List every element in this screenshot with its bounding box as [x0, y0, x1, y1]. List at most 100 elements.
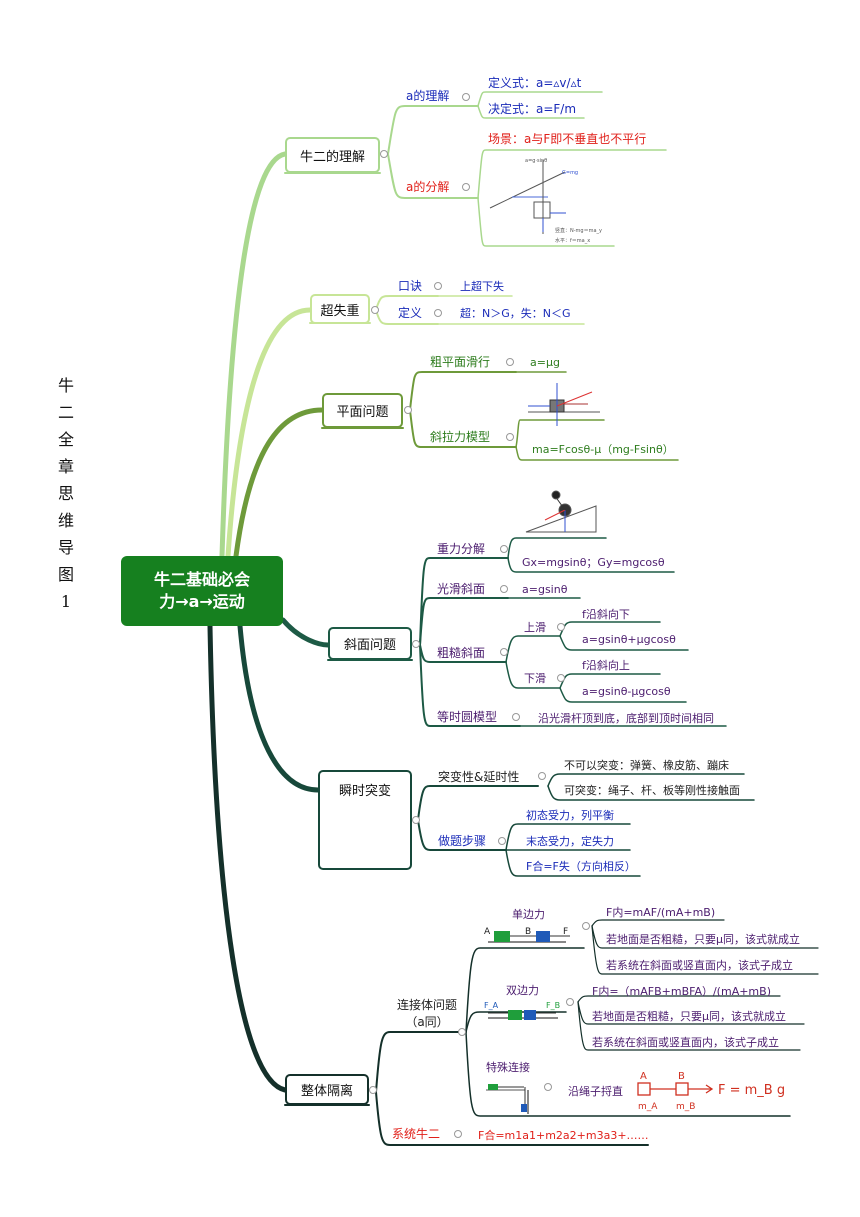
- double-force-figure: [488, 1010, 558, 1020]
- collapse-toggle[interactable]: [412, 816, 420, 824]
- node-gravity-decomp[interactable]: 重力分解: [437, 542, 486, 556]
- node-mnemonic[interactable]: 口诀: [398, 279, 423, 293]
- leaf-definition: 定义式：a=▵v/▵t: [488, 76, 582, 90]
- collapse-toggle[interactable]: [500, 545, 508, 553]
- incline-figure: [525, 490, 597, 533]
- node-label: 超失重: [320, 303, 360, 319]
- collapse-toggle[interactable]: [434, 309, 442, 317]
- node-a-decomposition[interactable]: a的分解: [406, 180, 450, 194]
- leaf-definition: 超：N＞G，失：N＜G: [460, 307, 571, 320]
- collapse-toggle[interactable]: [434, 282, 442, 290]
- leaf-slide-up-friction: f沿斜向下: [582, 608, 630, 621]
- side-title-char: 牛: [57, 376, 74, 395]
- collapse-toggle[interactable]: [458, 1028, 466, 1036]
- node-label: 瞬时突变: [338, 784, 391, 799]
- node-system-newton2[interactable]: 系统牛二: [392, 1127, 441, 1141]
- leaf-slide-down-friction: f沿斜向上: [582, 659, 630, 672]
- leaf-single-force-formula: F内=mAF/(mA+mB): [606, 906, 716, 919]
- leaf-double-force-rough: 若地面是否粗糙，只要μ同，该式就成立: [592, 1010, 786, 1023]
- node-plane-problems[interactable]: 平面问题: [322, 393, 403, 428]
- node-mutation-delay[interactable]: 突变性&延时性: [438, 770, 520, 784]
- node-newton2-understanding[interactable]: 牛二的理解: [285, 137, 380, 173]
- leaf-determining: 决定式：a=F/m: [488, 102, 577, 116]
- leaf-equal-time-circle: 沿光滑杆顶到底，底部到顶时间相同: [538, 712, 714, 725]
- side-title-char: 思: [57, 484, 74, 503]
- svg-text:G=mg: G=mg: [562, 170, 578, 176]
- side-title: 牛 二 全 章 思 维 导 图 1: [56, 372, 76, 615]
- collapse-toggle[interactable]: [512, 713, 520, 721]
- node-incline-problems[interactable]: 斜面问题: [328, 627, 412, 660]
- collapse-toggle[interactable]: [462, 93, 470, 101]
- collapse-toggle[interactable]: [498, 837, 506, 845]
- node-label: 斜面问题: [343, 638, 396, 653]
- root-node[interactable]: 牛二基础必会 力→a→运动: [121, 556, 283, 626]
- collapse-toggle[interactable]: [538, 772, 546, 780]
- collapse-toggle[interactable]: [371, 306, 379, 314]
- special-connection-figure: [486, 1084, 529, 1114]
- svg-text:竖直：N-mg＝ma_y: 竖直：N-mg＝ma_y: [555, 227, 602, 234]
- svg-text:a=g·sinθ: a=g·sinθ: [525, 158, 547, 164]
- node-slide-down[interactable]: 下滑: [524, 672, 546, 685]
- node-rough-incline[interactable]: 粗糙斜面: [437, 646, 486, 660]
- collapse-toggle[interactable]: [412, 640, 420, 648]
- collapse-toggle[interactable]: [557, 623, 565, 631]
- single-force-figure: [488, 931, 570, 943]
- collapse-toggle[interactable]: [462, 183, 470, 191]
- leaf-single-force-rough: 若地面是否粗糙，只要μ同，该式就成立: [606, 933, 800, 946]
- leaf-no-mutation: 不可以突变：弹簧、橡皮筋、蹦床: [564, 759, 729, 772]
- side-title-char: 1: [60, 592, 72, 611]
- leaf-gravity-decomp: Gx=mgsinθ；Gy=mgcosθ: [522, 556, 665, 569]
- leaf-rough-plane: a=μg: [530, 356, 560, 369]
- leaf-step-3: F合=F失（方向相反）: [526, 860, 636, 873]
- node-double-force[interactable]: 双边力: [506, 984, 539, 997]
- side-title-char: 导: [57, 538, 74, 557]
- collapse-toggle[interactable]: [500, 648, 508, 656]
- node-single-force[interactable]: 单边力: [512, 908, 545, 921]
- node-label: 牛二的理解: [299, 149, 365, 165]
- collapse-toggle[interactable]: [566, 998, 574, 1006]
- collapse-toggle[interactable]: [380, 150, 388, 158]
- node-rough-plane[interactable]: 粗平面滑行: [430, 355, 491, 369]
- node-solving-steps[interactable]: 做题步骤: [438, 834, 487, 848]
- collapse-toggle[interactable]: [404, 406, 412, 414]
- collapse-toggle[interactable]: [582, 922, 590, 930]
- node-a-understanding[interactable]: a的理解: [406, 89, 450, 103]
- leaf-step-2: 末态受力，定失力: [526, 835, 614, 848]
- collapse-toggle[interactable]: [500, 585, 508, 593]
- collapse-toggle[interactable]: [369, 1086, 377, 1094]
- node-slide-up[interactable]: 上滑: [524, 621, 546, 634]
- svg-text:F: F: [563, 927, 568, 937]
- svg-text:B: B: [525, 927, 531, 937]
- leaf-step-1: 初态受力，列平衡: [526, 809, 614, 822]
- node-connected-body[interactable]: 连接体问题（a同）: [396, 998, 457, 1029]
- side-title-char: 二: [57, 403, 74, 422]
- leaf-inclined-pull: ma=Fcosθ-μ（mg-Fsinθ）: [532, 443, 674, 456]
- root-subtitle: 力→a→运动: [159, 592, 245, 611]
- root-title: 牛二基础必会: [153, 570, 250, 589]
- node-whole-isolation[interactable]: 整体隔离: [285, 1074, 369, 1105]
- collapse-toggle[interactable]: [506, 433, 514, 441]
- node-equal-time-circle[interactable]: 等时圆模型: [437, 710, 498, 724]
- collapse-toggle[interactable]: [454, 1130, 462, 1138]
- svg-text:m_B: m_B: [676, 1102, 695, 1112]
- leaf-single-force-incline: 若系统在斜面或竖直面内，该式子成立: [606, 959, 793, 972]
- node-instant-change[interactable]: 瞬时突变: [318, 770, 412, 870]
- svg-text:F_B: F_B: [546, 1001, 560, 1010]
- node-special-connection[interactable]: 特殊连接: [486, 1061, 530, 1074]
- leaf-system-newton2: F合=m1a1+m2a2+m3a3+……: [478, 1129, 649, 1142]
- leaf-special-connection: 沿绳子捋直: [568, 1085, 623, 1098]
- handwritten-formula: [637, 1082, 714, 1096]
- collapse-toggle[interactable]: [506, 358, 514, 366]
- inclined-pull-figure: [528, 383, 600, 426]
- svg-text:B: B: [678, 1071, 685, 1082]
- node-smooth-incline[interactable]: 光滑斜面: [437, 582, 486, 596]
- node-overweight[interactable]: 超失重: [310, 294, 370, 324]
- node-definition[interactable]: 定义: [398, 306, 423, 320]
- leaf-mnemonic: 上超下失: [460, 280, 504, 293]
- node-label: 平面问题: [336, 405, 389, 420]
- collapse-toggle[interactable]: [557, 674, 565, 682]
- node-inclined-pull[interactable]: 斜拉力模型: [430, 430, 491, 444]
- collapse-toggle[interactable]: [544, 1083, 552, 1091]
- svg-text:m_A: m_A: [638, 1102, 658, 1112]
